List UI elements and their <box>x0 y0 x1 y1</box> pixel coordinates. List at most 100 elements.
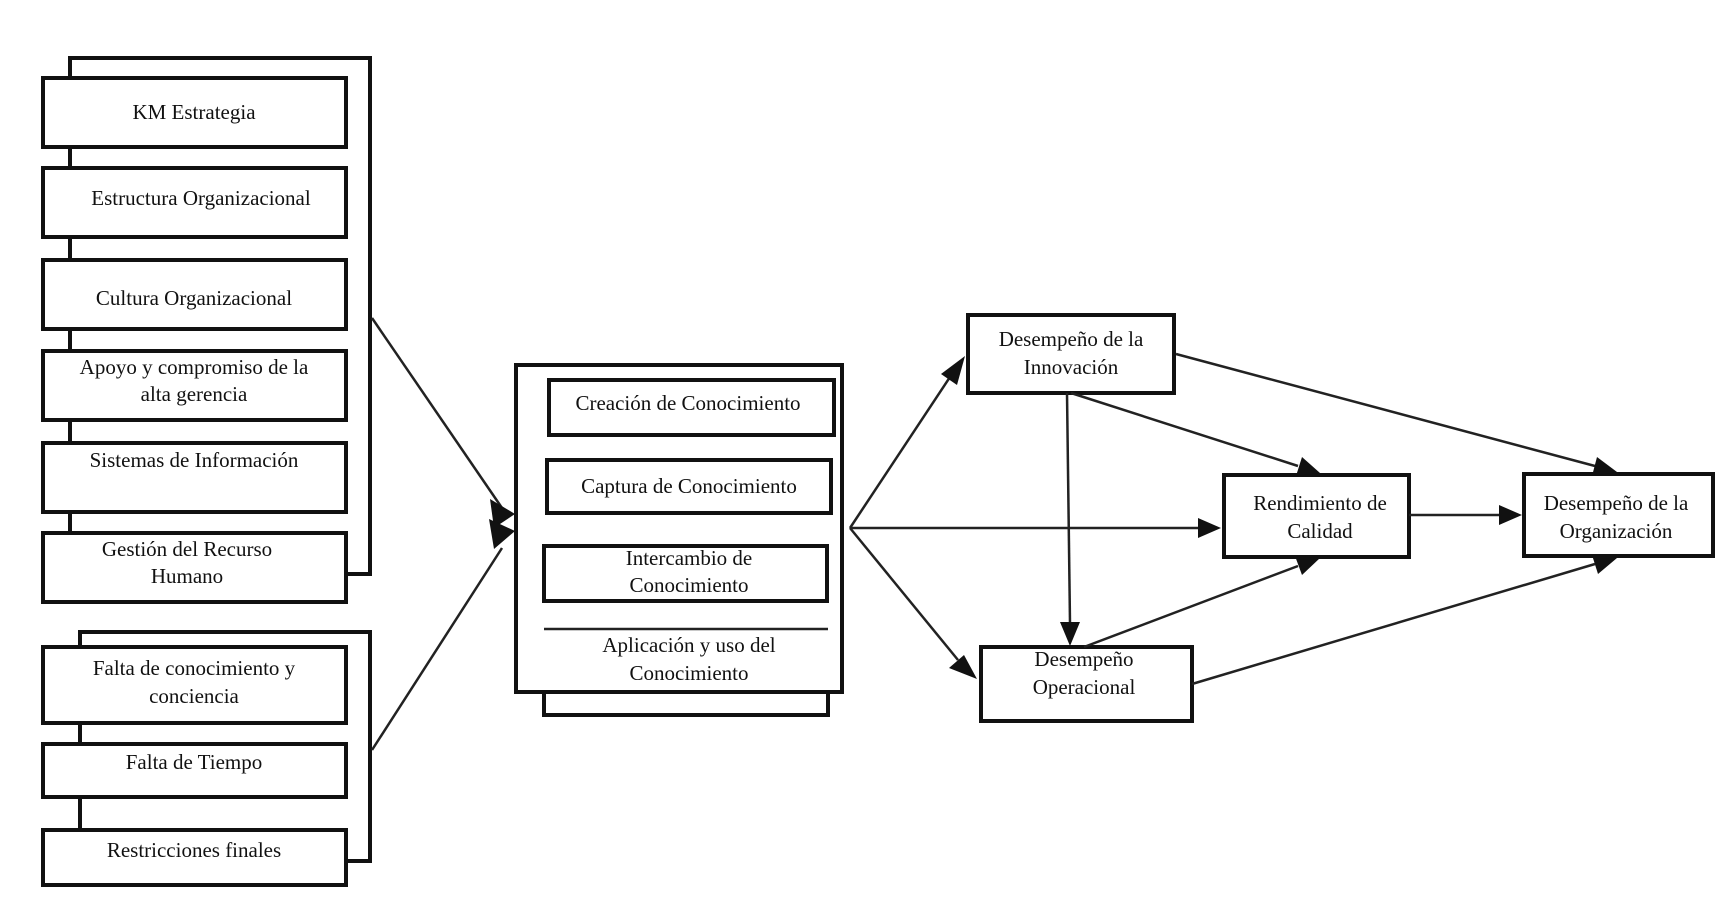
process-label: Captura de Conocimiento <box>581 474 797 498</box>
outcome-label-line2: Operacional <box>1033 675 1136 699</box>
barrier-box <box>41 645 348 725</box>
outcomes-group: Desempeño de la Innovación Rendimiento d… <box>966 313 1715 723</box>
svg-text:Desempeño de la: Desempeño de la <box>999 327 1144 351</box>
enabler-top-management-support: Apoyo y compromiso de la alta gerencia <box>41 349 348 422</box>
outcome-box <box>1522 472 1715 558</box>
enabler-label-line2: alta gerencia <box>141 382 248 406</box>
enabler-label-line1: Gestión del Recurso <box>102 537 272 561</box>
outcome-label-line2: Innovación <box>1024 355 1119 379</box>
barrier-final-restrictions: Restricciones finales <box>41 828 348 887</box>
outcome-arrows <box>1060 352 1617 686</box>
svg-text:Humano: Humano <box>151 564 223 588</box>
svg-text:Intercambio de: Intercambio de <box>626 546 753 570</box>
svg-text:Captura de Conocimiento: Captura de Conocimiento <box>581 474 797 498</box>
process-knowledge-application: Aplicación y uso del Conocimiento <box>544 627 828 685</box>
svg-text:Falta de conocimiento y: Falta de conocimiento y <box>93 656 296 680</box>
arrowhead <box>490 499 515 528</box>
outcome-organizational-performance: Desempeño de la Organización <box>1522 472 1715 558</box>
enabler-organizational-culture: Cultura Organizacional <box>41 258 348 331</box>
svg-text:Innovación: Innovación <box>1024 355 1119 379</box>
input-arrows <box>370 317 515 751</box>
outcome-label-line1: Desempeño <box>1034 647 1133 671</box>
enabler-label: Sistemas de Información <box>90 448 299 472</box>
arrowhead <box>949 655 977 679</box>
outcome-box <box>1222 473 1411 559</box>
svg-text:alta gerencia: alta gerencia <box>141 382 248 406</box>
barrier-label-line1: Falta de conocimiento y <box>93 656 296 680</box>
enabler-label-line2: Humano <box>151 564 223 588</box>
svg-text:Operacional: Operacional <box>1033 675 1136 699</box>
process-label: Creación de Conocimiento <box>575 391 800 415</box>
enabler-box <box>41 76 348 149</box>
enabler-box <box>41 349 348 422</box>
arrowhead <box>1060 622 1080 646</box>
process-box <box>542 544 829 603</box>
barrier-label: Restricciones finales <box>107 838 281 862</box>
barriers-group: Falta de conocimiento y conciencia Falta… <box>41 630 372 887</box>
arrow-barriers-to-process <box>370 547 504 751</box>
svg-text:Falta de Tiempo: Falta de Tiempo <box>126 750 263 774</box>
svg-text:Calidad: Calidad <box>1287 519 1353 543</box>
svg-text:Aplicación y uso del: Aplicación y uso del <box>602 633 775 657</box>
barrier-lack-of-time: Falta de Tiempo <box>41 742 348 799</box>
outcome-box <box>979 645 1194 723</box>
process-label-line2: Conocimiento <box>630 573 749 597</box>
outcome-label-line1: Desempeño de la <box>1544 491 1689 515</box>
process-knowledge-sharing: Intercambio de Conocimiento <box>542 544 829 603</box>
arrowhead <box>1592 457 1617 476</box>
arrowhead <box>941 356 965 385</box>
km-process-group: Creación de Conocimiento Captura de Cono… <box>514 363 844 717</box>
svg-text:Rendimiento de: Rendimiento de <box>1253 491 1387 515</box>
arrow-operational-to-quality <box>1083 564 1299 649</box>
arrowhead <box>1592 555 1617 574</box>
svg-text:Gestión del Recurso: Gestión del Recurso <box>102 537 272 561</box>
process-knowledge-capture: Captura de Conocimiento <box>545 458 833 515</box>
svg-text:Creación de Conocimiento: Creación de Conocimiento <box>575 391 800 415</box>
arrow-operational-to-organization <box>1191 562 1596 686</box>
outcome-label-line2: Calidad <box>1287 519 1353 543</box>
svg-text:Apoyo y compromiso de la: Apoyo y compromiso de la <box>80 355 309 379</box>
barrier-label-line2: conciencia <box>149 684 239 708</box>
svg-text:Estructura Organizacional: Estructura Organizacional <box>91 186 311 210</box>
outcome-label-line1: Desempeño de la <box>999 327 1144 351</box>
process-label-line2: Conocimiento <box>630 661 749 685</box>
svg-text:Organización: Organización <box>1560 519 1673 543</box>
arrow-innovation-to-organization <box>1175 352 1596 468</box>
svg-text:Desempeño de la: Desempeño de la <box>1544 491 1689 515</box>
svg-text:conciencia: conciencia <box>149 684 239 708</box>
process-output-arrows <box>848 356 1221 679</box>
svg-text:Conocimiento: Conocimiento <box>630 573 749 597</box>
arrowhead <box>1198 518 1221 538</box>
arrow-process-to-operational <box>849 527 959 661</box>
arrow-innovation-to-operational <box>1065 392 1072 624</box>
outcome-label-line1: Rendimiento de <box>1253 491 1387 515</box>
outcome-innovation-performance: Desempeño de la Innovación <box>966 313 1176 395</box>
arrowhead <box>1296 457 1320 476</box>
svg-text:KM Estrategia: KM Estrategia <box>132 100 256 124</box>
barrier-lack-of-knowledge: Falta de conocimiento y conciencia <box>41 645 348 725</box>
enabler-label: Estructura Organizacional <box>91 186 311 210</box>
enabler-box <box>41 531 348 604</box>
svg-text:Conocimiento: Conocimiento <box>630 661 749 685</box>
outcome-box <box>966 313 1176 395</box>
arrowhead <box>1499 505 1522 525</box>
svg-text:Desempeño: Desempeño <box>1034 647 1133 671</box>
enabler-human-resource-management: Gestión del Recurso Humano <box>41 531 348 604</box>
process-label-line1: Aplicación y uso del <box>602 633 775 657</box>
enabler-information-systems: Sistemas de Información <box>41 441 348 514</box>
enabler-organizational-structure: Estructura Organizacional <box>41 166 348 239</box>
enabler-label: KM Estrategia <box>132 100 256 124</box>
enabler-km-strategy: KM Estrategia <box>41 76 348 149</box>
outcome-label-line2: Organización <box>1560 519 1673 543</box>
svg-text:Restricciones finales: Restricciones finales <box>107 838 281 862</box>
process-knowledge-creation: Creación de Conocimiento <box>547 378 836 437</box>
process-box <box>547 378 836 437</box>
enabler-box <box>41 258 348 331</box>
enabler-label-line1: Apoyo y compromiso de la <box>80 355 309 379</box>
barrier-box <box>41 828 348 887</box>
barrier-box <box>41 742 348 799</box>
enabler-box <box>41 441 348 514</box>
svg-text:Cultura Organizacional: Cultura Organizacional <box>96 286 292 310</box>
barrier-label: Falta de Tiempo <box>126 750 263 774</box>
